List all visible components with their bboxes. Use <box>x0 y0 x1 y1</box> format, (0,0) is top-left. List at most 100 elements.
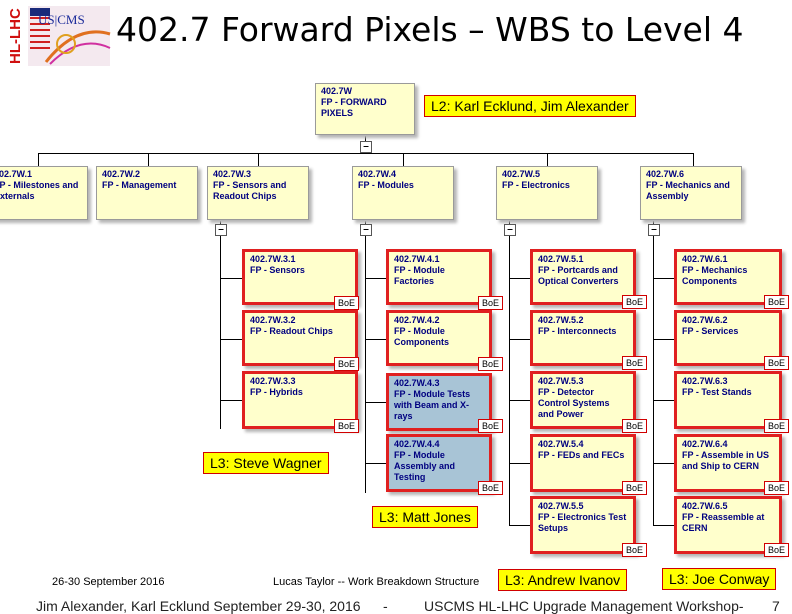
wbs-box-402-7w-6-4[interactable]: 402.7W.6.4 FP - Assemble in US and Ship … <box>674 434 782 492</box>
connector-line <box>653 400 674 401</box>
wbs-box-402-7w-6-3[interactable]: 402.7W.6.3 FP - Test Stands <box>674 371 782 429</box>
connector-line <box>509 463 530 464</box>
wbs-name: FP - Interconnects <box>538 326 617 336</box>
wbs-code: 402.7W.4.3 <box>394 378 440 388</box>
wbs-box-402-7w-3[interactable]: 402.7W.3 FP - Sensors and Readout Chips <box>207 166 309 220</box>
boe-tag: BoE <box>478 419 504 433</box>
boe-tag: BoE <box>764 295 790 309</box>
boe-tag: BoE <box>764 419 790 433</box>
footer-dash: - <box>383 598 388 614</box>
wbs-name: FP - Reassemble at CERN <box>682 512 765 533</box>
wbs-box-402-7w-3-2[interactable]: 402.7W.3.2 FP - Readout Chips <box>242 310 358 366</box>
wbs-name: FP - Module Factories <box>394 265 445 286</box>
wbs-name: FP - Modules <box>358 180 414 190</box>
wbs-name: FP - Portcards and Optical Converters <box>538 265 619 286</box>
wbs-name: FP - FORWARD PIXELS <box>321 97 387 118</box>
connector-line <box>148 153 149 166</box>
wbs-box-402-7w-5-4[interactable]: 402.7W.5.4 FP - FEDs and FECs <box>530 434 636 492</box>
wbs-name: FP - Assemble in US and Ship to CERN <box>682 450 770 471</box>
wbs-name: FP - Management <box>102 180 177 190</box>
l3-label-w5: L3: Andrew Ivanov <box>498 569 628 591</box>
connector-line <box>220 339 242 340</box>
wbs-code: 402.7W.6.1 <box>682 254 728 264</box>
wbs-code: 402.7W <box>321 86 353 96</box>
boe-tag: BoE <box>622 481 648 495</box>
collapse-toggle-w6[interactable]: – <box>648 224 660 236</box>
wbs-box-402-7w-5-2[interactable]: 402.7W.5.2 FP - Interconnects <box>530 310 636 366</box>
connector-line <box>653 463 674 464</box>
wbs-code: 402.7W.3 <box>213 169 252 179</box>
connector-line <box>365 278 386 279</box>
boe-tag: BoE <box>764 543 790 557</box>
wbs-code: 402.7W.5.4 <box>538 439 584 449</box>
connector-line <box>403 153 404 166</box>
wbs-name: FP - Hybrids <box>250 387 303 397</box>
connector-line <box>653 339 674 340</box>
wbs-code: 402.7W.3.2 <box>250 315 296 325</box>
boe-tag: BoE <box>764 481 790 495</box>
connector-line <box>509 278 530 279</box>
wbs-name: FP - Readout Chips <box>250 326 333 336</box>
connector-line <box>38 153 39 166</box>
wbs-name: FP - Milestones and Externals <box>0 180 79 201</box>
collapse-toggle-w5[interactable]: – <box>504 224 516 236</box>
wbs-name: FP - Module Tests with Beam and X-rays <box>394 389 471 421</box>
logo-text-uscms: US|CMS <box>38 12 85 27</box>
wbs-code: 402.7W.1 <box>0 169 33 179</box>
wbs-box-402-7w-6-1[interactable]: 402.7W.6.1 FP - Mechanics Components <box>674 249 782 305</box>
wbs-code: 402.7W.6.5 <box>682 501 728 511</box>
connector-line <box>38 153 694 154</box>
wbs-name: FP - Electronics <box>502 180 570 190</box>
connector-line <box>220 400 242 401</box>
page-title: 402.7 Forward Pixels – WBS to Level 4 <box>116 10 744 49</box>
wbs-box-402-7w-3-1[interactable]: 402.7W.3.1 FP - Sensors <box>242 249 358 305</box>
wbs-box-402-7w-5-1[interactable]: 402.7W.5.1 FP - Portcards and Optical Co… <box>530 249 636 305</box>
page-number: 7 <box>772 598 780 614</box>
wbs-box-402-7w-2[interactable]: 402.7W.2 FP - Management <box>96 166 198 220</box>
collapse-toggle-w4[interactable]: – <box>360 224 372 236</box>
wbs-box-402-7w-4-2[interactable]: 402.7W.4.2 FP - Module Components <box>386 310 492 366</box>
l3-label-w6: L3: Joe Conway <box>662 568 777 590</box>
l2-manager-label: L2: Karl Ecklund, Jim Alexander <box>424 95 636 117</box>
collapse-toggle-root[interactable]: – <box>360 141 372 153</box>
wbs-root-box[interactable]: 402.7W FP - FORWARD PIXELS <box>315 83 415 135</box>
connector-line <box>365 339 386 340</box>
connector-line <box>509 221 510 526</box>
boe-tag: BoE <box>622 295 648 309</box>
wbs-name: FP - Module Components <box>394 326 449 347</box>
wbs-name: FP - Electronics Test Setups <box>538 512 627 533</box>
wbs-code: 402.7W.4 <box>358 169 397 179</box>
l3-label-w3: L3: Steve Wagner <box>203 452 329 474</box>
wbs-box-402-7w-4[interactable]: 402.7W.4 FP - Modules <box>352 166 454 220</box>
wbs-box-402-7w-5-3[interactable]: 402.7W.5.3 FP - Detector Control Systems… <box>530 371 636 429</box>
connector-line <box>693 153 694 166</box>
wbs-code: 402.7W.6 <box>646 169 685 179</box>
collapse-toggle-w3[interactable]: – <box>215 224 227 236</box>
hl-lhc-uscms-logo: HL-LHC US|CMS <box>6 4 112 68</box>
wbs-box-402-7w-6[interactable]: 402.7W.6 FP - Mechanics and Assembly <box>640 166 742 220</box>
wbs-box-402-7w-4-4[interactable]: 402.7W.4.4 FP - Module Assembly and Test… <box>386 434 492 492</box>
wbs-box-402-7w-5-5[interactable]: 402.7W.5.5 FP - Electronics Test Setups <box>530 496 636 554</box>
footer-center: Lucas Taylor -- Work Breakdown Structure <box>273 576 480 588</box>
wbs-name: FP - Test Stands <box>682 387 752 397</box>
wbs-box-402-7w-1[interactable]: 402.7W.1 FP - Milestones and Externals <box>0 166 88 220</box>
connector-line <box>653 278 674 279</box>
wbs-code: 402.7W.4.1 <box>394 254 440 264</box>
boe-tag: BoE <box>334 357 360 371</box>
connector-line <box>258 153 259 166</box>
wbs-code: 402.7W.4.2 <box>394 315 440 325</box>
wbs-name: FP - FEDs and FECs <box>538 450 625 460</box>
boe-tag: BoE <box>334 419 360 433</box>
wbs-box-402-7w-4-1[interactable]: 402.7W.4.1 FP - Module Factories <box>386 249 492 305</box>
wbs-name: FP - Sensors <box>250 265 305 275</box>
connector-line <box>547 153 548 166</box>
boe-tag: BoE <box>478 357 504 371</box>
wbs-box-402-7w-5[interactable]: 402.7W.5 FP - Electronics <box>496 166 598 220</box>
connector-line <box>509 339 530 340</box>
connector-line <box>220 221 221 429</box>
logo-text-hl-lhc: HL-LHC <box>7 8 24 64</box>
wbs-box-402-7w-4-3[interactable]: 402.7W.4.3 FP - Module Tests with Beam a… <box>386 373 492 431</box>
wbs-code: 402.7W.5 <box>502 169 541 179</box>
wbs-code: 402.7W.3.3 <box>250 376 296 386</box>
wbs-code: 402.7W.5.3 <box>538 376 584 386</box>
